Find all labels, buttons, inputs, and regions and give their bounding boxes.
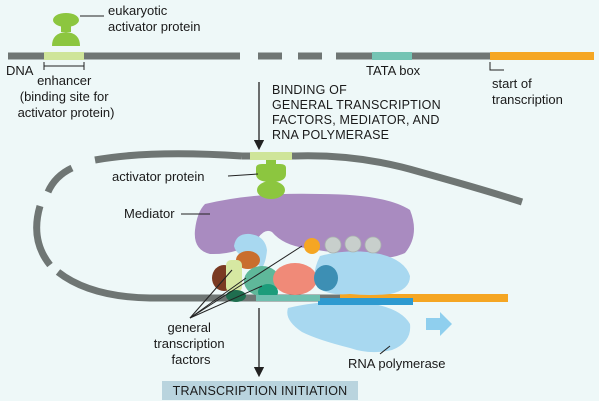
bound-activator-protein-icon xyxy=(256,160,286,199)
bound-tata-segment xyxy=(256,295,320,301)
tata-box-segment xyxy=(372,52,412,60)
tata-box-label: TATA box xyxy=(366,63,421,78)
grey-subunit-2 xyxy=(344,235,362,253)
polymerase-leader xyxy=(379,345,391,355)
bound-enhancer-segment xyxy=(250,152,292,160)
bottom-transcribed-region xyxy=(340,294,508,302)
grey-subunit-1 xyxy=(324,236,342,254)
general-transcription-factors xyxy=(212,251,338,302)
transcription-initiation-label: TRANSCRIPTION INITIATION xyxy=(162,381,358,400)
orange-factor xyxy=(304,238,320,254)
transcribed-region xyxy=(490,52,594,60)
direction-arrow-icon xyxy=(426,312,452,336)
enhancer-segment xyxy=(44,52,84,60)
gtf-label: general transcription factors xyxy=(154,320,228,367)
mediator-label: Mediator xyxy=(124,206,175,221)
grey-subunit-3 xyxy=(364,236,382,254)
free-activator-protein-icon xyxy=(52,13,80,46)
looped-dna-strand xyxy=(33,150,524,302)
start-marker xyxy=(489,62,504,71)
rna-polymerase-label: RNA polymerase xyxy=(348,356,446,371)
rna-polymerase-channel xyxy=(318,298,413,305)
binding-step-label: BINDING OF GENERAL TRANSCRIPTION FACTORS… xyxy=(272,83,445,142)
gtf-leader-lines xyxy=(189,245,303,319)
enhancer-label: enhancer (binding site for activator pro… xyxy=(18,73,115,120)
start-of-transcription-label: start of transcription xyxy=(492,76,563,107)
bound-activator-label: activator protein xyxy=(112,169,205,184)
eukaryotic-activator-label: eukaryotic activator protein xyxy=(108,3,201,34)
enhancer-bracket xyxy=(43,62,85,70)
dna-label: DNA xyxy=(6,63,34,78)
activator-bound-leader xyxy=(227,173,259,177)
